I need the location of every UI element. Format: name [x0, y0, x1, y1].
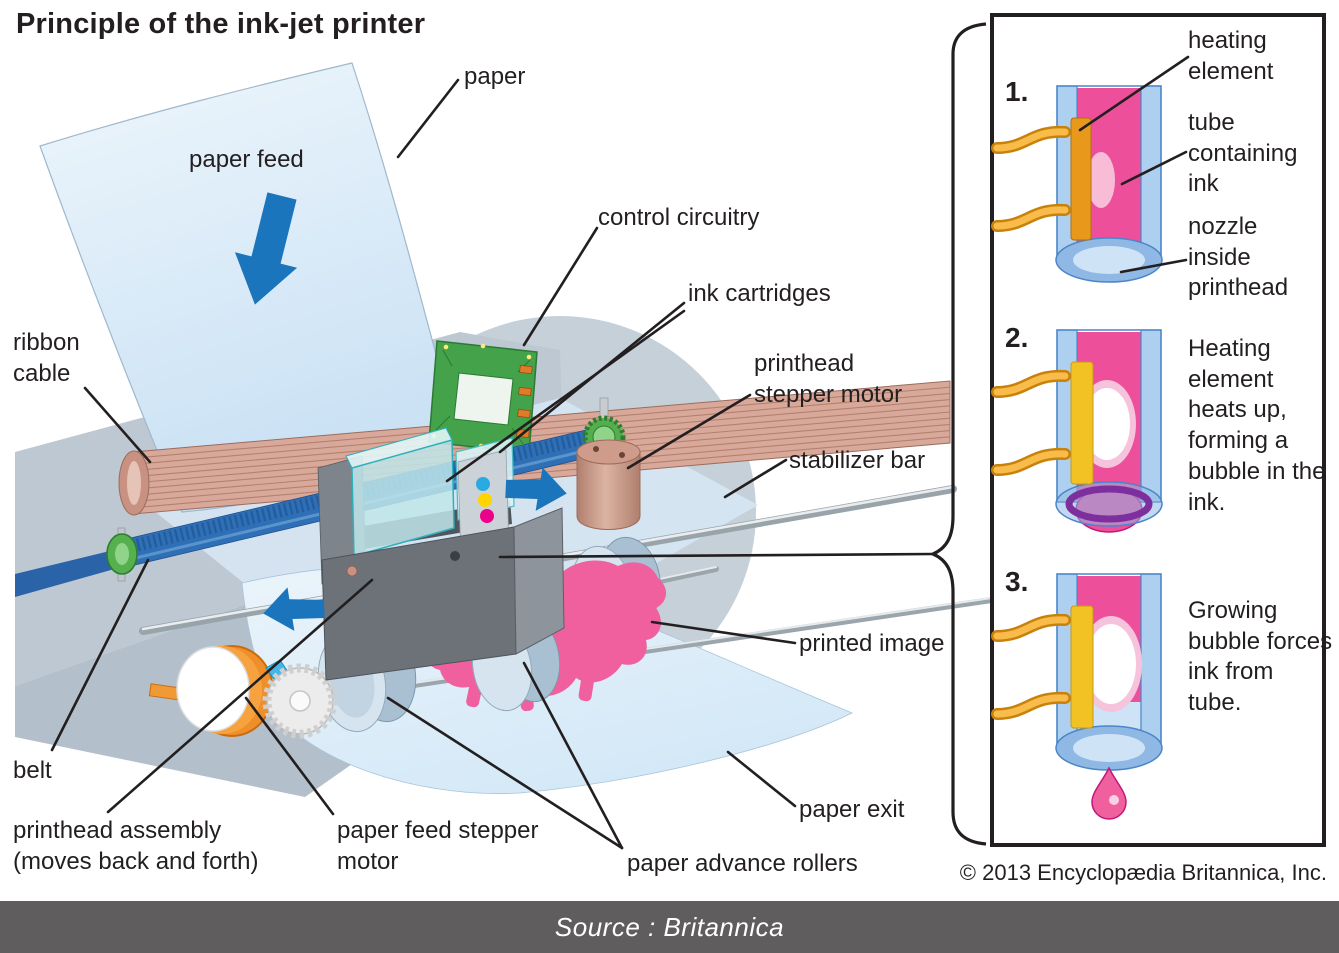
label-paper: paper [464, 63, 526, 90]
label-printhead-assembly: printhead assembly (moves back and forth… [13, 817, 259, 875]
label-ribbon-cable: ribbon cable [13, 329, 80, 387]
carriage-direction-arrows [263, 467, 567, 631]
label-paper-exit: paper exit [799, 796, 905, 823]
copyright-notice: © 2013 Encyclopædia Britannica, Inc. [959, 860, 1327, 885]
source-bar-text: Source : Britannica [554, 911, 785, 942]
belt-pulley-left [106, 527, 138, 582]
leader-stabilizer-bar [723, 458, 788, 499]
label-printed-image: printed image [799, 630, 945, 657]
step-3-number: 3. [1005, 566, 1029, 597]
tube-step-3 [991, 573, 1163, 820]
leader-paper-advance-roller-1 [386, 696, 624, 850]
step-2-caption: Heating element heats up, forming a bubb… [1188, 335, 1326, 516]
printhead-assembly [317, 427, 565, 681]
leader-lines [50, 78, 935, 850]
label-nozzle-inside-printhead: nozzle inside printhead [1188, 213, 1289, 302]
leader-nozzle [1119, 258, 1188, 274]
step-3-caption: Growing bubble forces ink from tube. [1188, 597, 1333, 717]
label-heating-element: heating element [1188, 27, 1274, 85]
leader-paper-advance-roller-2 [522, 661, 624, 850]
label-paper-feed-stepper-motor: paper feed stepper motor [337, 817, 539, 875]
label-paper-advance-rollers: paper advance rollers [627, 850, 858, 877]
paper-feed-arrow-icon [234, 192, 298, 305]
drive-gear [262, 659, 338, 739]
step-1-number: 1. [1005, 76, 1029, 107]
label-stabilizer-bar: stabilizer bar [789, 447, 926, 474]
leader-printed-image [650, 620, 797, 645]
page-title: Principle of the ink-jet printer [16, 8, 426, 40]
tube-step-1 [991, 85, 1163, 283]
leader-paper-feed-stepper-motor [244, 696, 335, 816]
printhead-stepper-motor [576, 439, 641, 530]
label-ink-cartridges: ink cartridges [688, 280, 831, 307]
label-paper-feed: paper feed [189, 146, 304, 173]
label-tube-containing-ink: tube containing ink [1188, 109, 1298, 198]
leader-tube-ink [1120, 150, 1188, 186]
leader-ink-cartridge-2 [445, 309, 686, 483]
leader-ribbon-cable [83, 386, 152, 464]
panel-leader-lines [1078, 55, 1190, 274]
leader-panel-connector [498, 552, 935, 559]
tube-step-2 [991, 329, 1163, 533]
leader-belt [50, 558, 150, 752]
label-belt: belt [13, 757, 52, 784]
leader-paper-exit [726, 750, 797, 808]
leader-printhead-assembly [106, 578, 374, 814]
leader-paper [396, 78, 460, 159]
source-bar: Source : Britannica [0, 901, 1339, 953]
leader-control-circuitry [522, 226, 599, 347]
label-printhead-stepper-motor: printhead stepper motor [754, 350, 903, 408]
ink-droplet [1091, 766, 1127, 820]
circuit-board [428, 340, 538, 454]
leader-heating-element [1078, 55, 1190, 132]
step-2-number: 2. [1005, 322, 1029, 353]
leader-printhead-stepper-motor [626, 393, 752, 470]
label-control-circuitry: control circuitry [598, 204, 760, 231]
